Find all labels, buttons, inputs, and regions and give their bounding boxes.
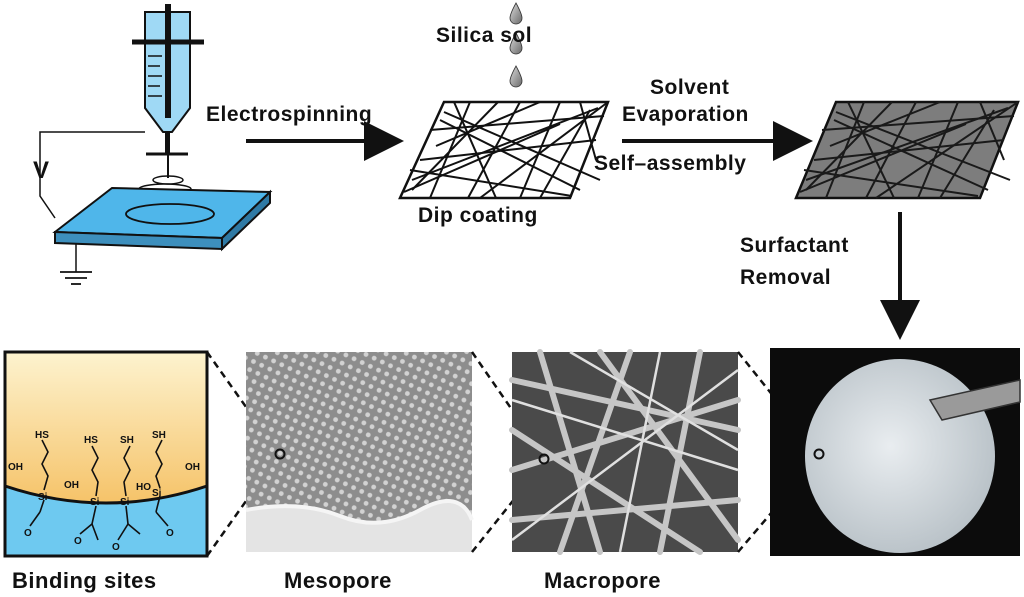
o-label-4: O [166,528,174,539]
oh-label-2: OH [64,480,79,491]
mesopore-label: Mesopore [284,568,392,593]
macropore-image [509,349,741,555]
macropore-label: Macropore [544,568,661,593]
fiber-mat-gray [794,100,1020,200]
o-label-3: O [112,542,120,553]
si-label-4: Si [152,488,162,499]
sh-label-1: SH [120,435,134,446]
removal-label: Removal [740,266,831,289]
electrospinning-apparatus: V [33,4,273,285]
oh-label-3: OH [185,462,200,473]
evaporation-label: Evaporation [622,103,749,126]
silica-sol-drops [509,2,523,88]
o-label-2: O [74,536,82,547]
tweezers-icon [928,379,1021,421]
needle [165,132,170,154]
membrane-photo [770,348,1021,556]
surfactant-label: Surfactant [740,234,849,257]
si-label-3: Si [120,497,130,508]
binding-sites-panel: HS HS SH SH OH OH OH HO Si Si Si Si O O … [3,350,209,558]
si-label-2: Si [90,497,100,508]
o-label-1: O [24,528,32,539]
self-assembly-label: Self–assembly [594,152,746,175]
oh-label-1: OH [8,462,23,473]
hs-label-2: HS [84,435,98,446]
si-label-1: Si [38,492,48,503]
sh-label-2: SH [152,430,166,441]
binding-sites-label: Binding sites [12,568,157,593]
silica-sol-label: Silica sol [436,24,532,47]
fiber-mat-white [398,100,610,200]
voltage-label: V [33,157,50,184]
ground-icon [60,271,92,285]
dip-coating-label: Dip coating [418,204,538,227]
hs-label-1: HS [35,430,49,441]
solvent-label: Solvent [650,76,729,99]
electrospinning-label: Electrospinning [206,103,372,126]
mesopore-image [245,352,474,552]
ho-label-1: HO [136,482,151,493]
